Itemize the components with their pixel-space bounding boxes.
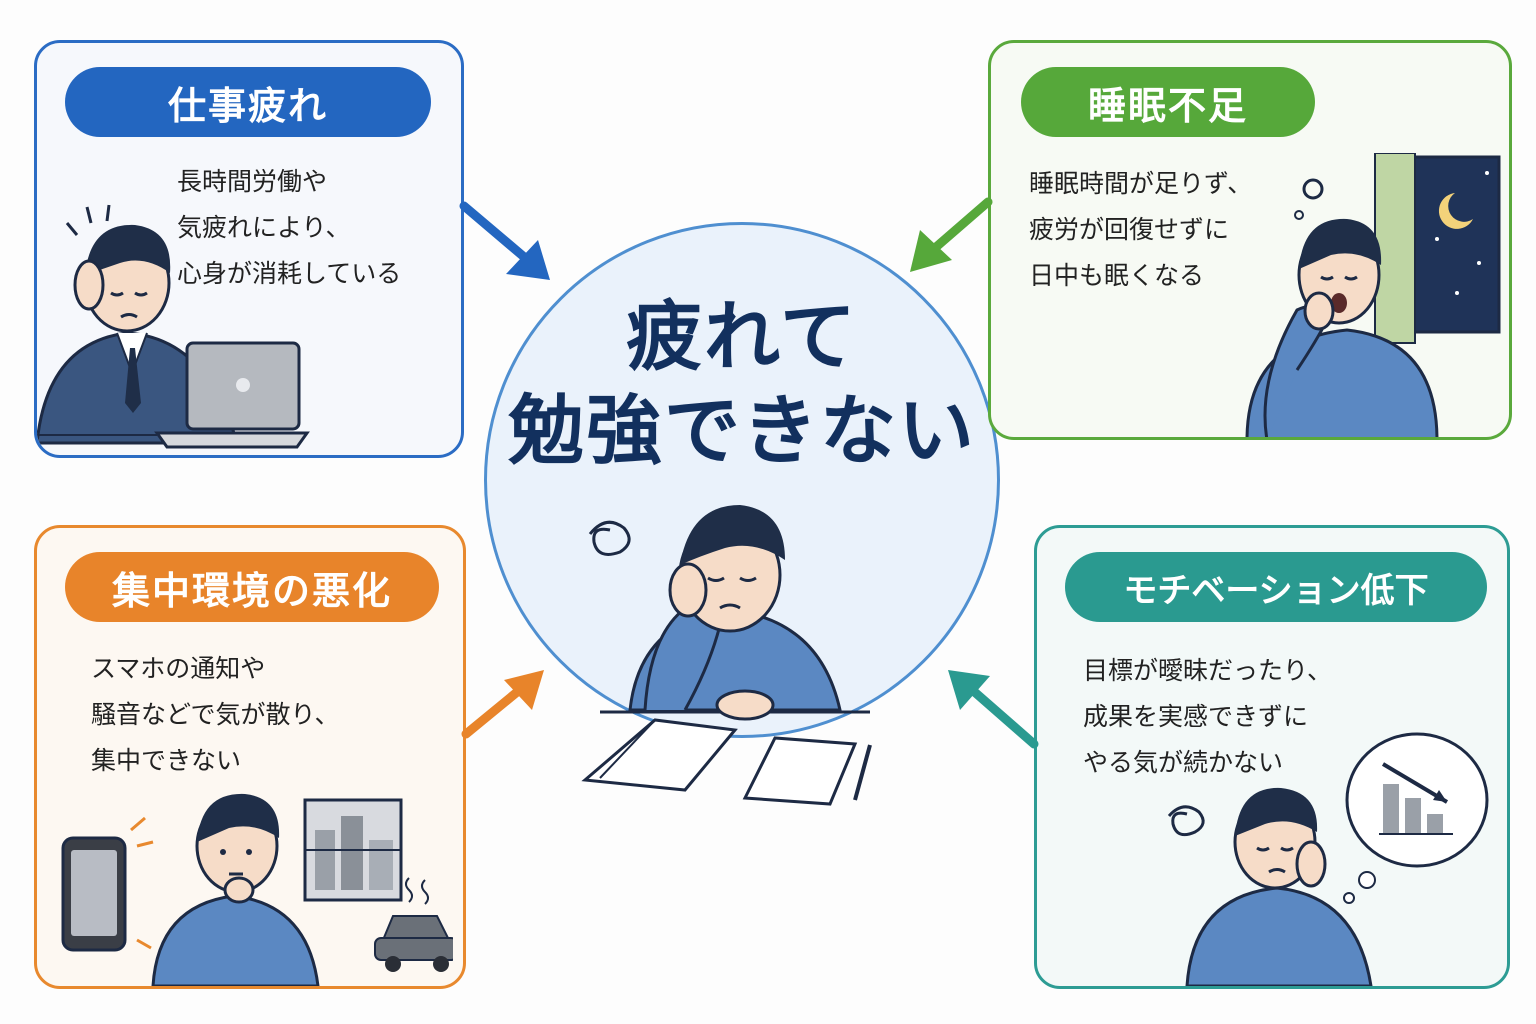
card-motiv-line: 成果を実感できずに xyxy=(1083,702,1309,731)
card-work-line: 気疲れにより、 xyxy=(177,213,351,242)
center-title-line2: 勉強できない xyxy=(508,386,976,475)
exhausted-student-icon xyxy=(581,505,872,806)
card-motivation-decline: モチベーション低下 目標が曖昧だったり、 成果を実感できずに やる気が続かない xyxy=(1034,525,1510,989)
card-sleep-line: 疲労が回復せずに xyxy=(1029,215,1230,244)
card-sleep-line: 日中も眠くなる xyxy=(1029,261,1205,290)
center-title: 疲れて 勉強できない xyxy=(484,290,1000,478)
card-motiv-description: 目標が曖昧だったり、 成果を実感できずに やる気が続かない xyxy=(1083,648,1332,786)
arrow-motiv-to-center xyxy=(948,670,1039,749)
card-focus-line: 集中できない xyxy=(91,746,242,775)
arrow-sleep-to-center xyxy=(910,197,993,272)
card-work-line: 長時間労働や xyxy=(177,167,328,196)
card-motiv-line: 目標が曖昧だったり、 xyxy=(1083,656,1333,685)
card-work-description: 長時間労働や 気疲れにより、 心身が消耗している xyxy=(177,159,401,297)
tired-office-worker-icon xyxy=(37,204,310,449)
card-focus-environment: 集中環境の悪化 スマホの通知や 騒音などで気が散り、 集中できない xyxy=(34,525,466,989)
yawning-night-window-icon xyxy=(1245,153,1501,437)
card-motiv-title: モチベーション低下 xyxy=(1065,552,1487,622)
arrow-work-to-center xyxy=(459,201,550,280)
card-sleep-deprivation: 睡眠不足 睡眠時間が足りず、 疲労が回復せずに 日中も眠くなる xyxy=(988,40,1512,440)
center-title-line1: 疲れて xyxy=(626,292,858,381)
card-work-fatigue: 仕事疲れ 長時間労働や 気疲れにより、 心身が消耗している xyxy=(34,40,464,458)
card-focus-line: スマホの通知や xyxy=(91,654,266,683)
unmotivated-declining-chart-icon xyxy=(1167,732,1489,986)
card-work-line: 心身が消耗している xyxy=(177,259,402,288)
distracted-phone-noise-icon xyxy=(61,793,453,986)
card-focus-line: 騒音などで気が散り、 xyxy=(91,700,340,729)
card-sleep-title: 睡眠不足 xyxy=(1021,67,1315,137)
card-focus-description: スマホの通知や 騒音などで気が散り、 集中できない xyxy=(91,646,340,784)
card-work-title: 仕事疲れ xyxy=(65,67,431,137)
card-focus-title: 集中環境の悪化 xyxy=(65,552,439,622)
arrow-focus-to-center xyxy=(461,670,544,739)
card-sleep-description: 睡眠時間が足りず、 疲労が回復せずに 日中も眠くなる xyxy=(1029,161,1252,299)
card-sleep-line: 睡眠時間が足りず、 xyxy=(1029,169,1253,198)
card-motiv-line: やる気が続かない xyxy=(1083,748,1284,777)
